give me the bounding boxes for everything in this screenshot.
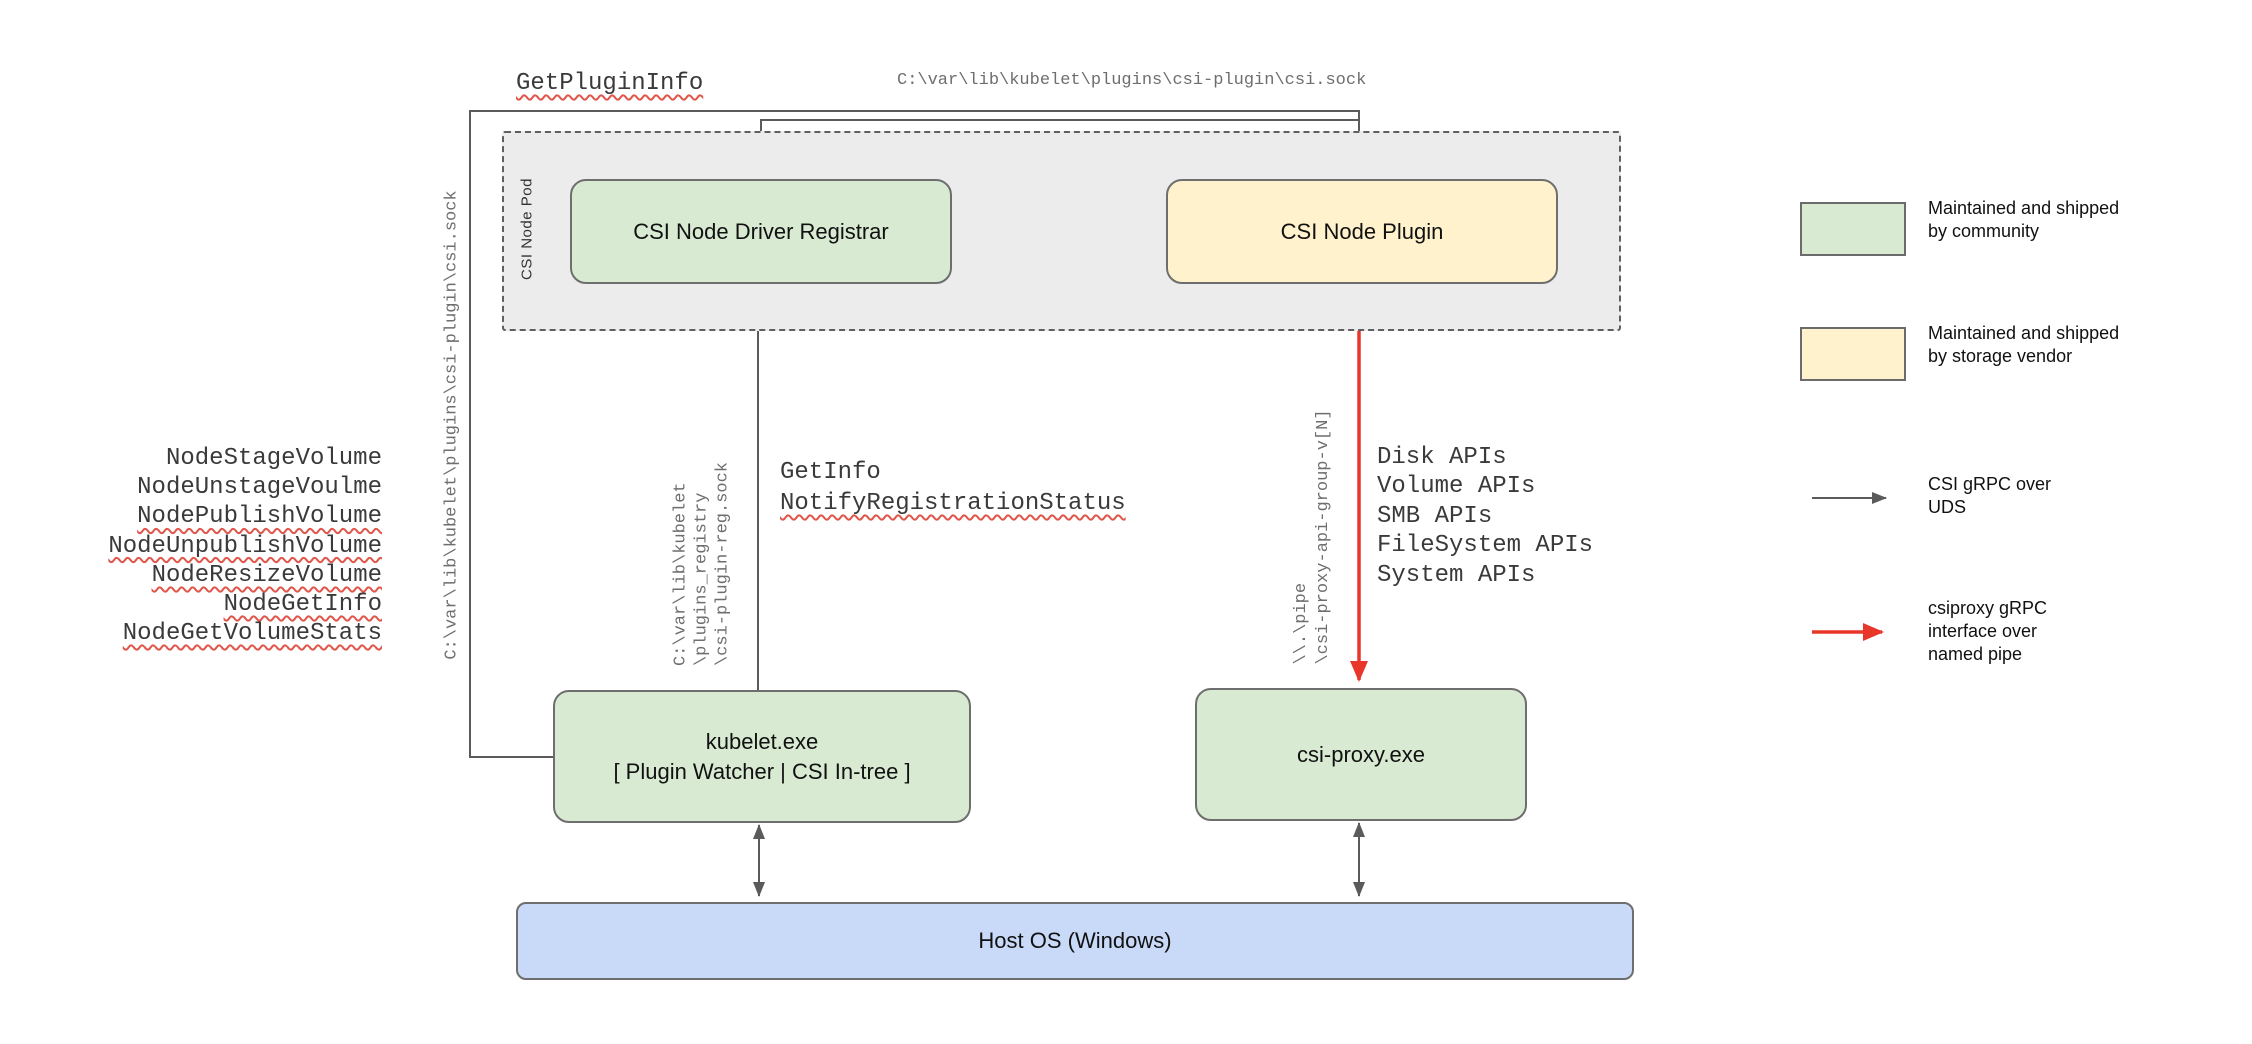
proxy-api-item: System APIs xyxy=(1377,561,1536,589)
node-method-item: NodeGetVolumeStats xyxy=(122,620,382,648)
legend-pipe-label: csiproxy gRPC interface over named pipe xyxy=(1928,598,2048,664)
registry-sock-line: \plugins_registry xyxy=(692,492,712,667)
legend-uds-label: CSI gRPC over UDS xyxy=(1928,474,2052,517)
node-method-item: NodeGetInfo xyxy=(223,591,382,619)
node-method-item: NodePublishVolume xyxy=(137,503,382,531)
node-method-item: NodeStageVolume xyxy=(165,445,382,472)
registry-sock-path-vertical-label: C:\var\lib\kubelet \plugins_registry \cs… xyxy=(671,462,734,666)
registry-sock-line: \csi-plugin-reg.sock xyxy=(713,461,733,667)
node-method-item: NodeUnstageVoulme xyxy=(137,474,382,502)
node-plugin-label: CSI Node Plugin xyxy=(1280,218,1444,244)
legend-vendor-label: Maintained and shipped by storage vendor xyxy=(1928,323,2120,366)
proxy-api-item: Volume APIs xyxy=(1377,473,1536,501)
pipe-line: \csi-proxy-api-group-v[N] xyxy=(1314,409,1333,665)
pipe-line: \\.\pipe xyxy=(1292,582,1311,665)
registry-sock-line: C:\var\lib\kubelet xyxy=(671,482,691,667)
proxy-api-item: SMB APIs xyxy=(1377,502,1493,530)
named-pipe-vertical-label: \\.\pipe \csi-proxy-api-group-v[N] xyxy=(1291,409,1335,664)
node-kubelet-exe: kubelet.exe [ Plugin Watcher | CSI In-tr… xyxy=(553,690,971,823)
legend-vendor-swatch-icon xyxy=(1800,327,1906,381)
proxy-api-item: Disk APIs xyxy=(1377,444,1507,471)
legend-community-label: Maintained and shipped by community xyxy=(1928,198,2120,241)
node-host-os: Host OS (Windows) xyxy=(516,902,1634,980)
csi-sock-path-label: C:\var\lib\kubelet\plugins\csi-plugin\cs… xyxy=(897,71,1367,90)
notify-registration-status-label: NotifyRegistrationStatus xyxy=(780,490,1126,517)
host-os-label: Host OS (Windows) xyxy=(978,928,1172,953)
kubelet-label-line2: [ Plugin Watcher | CSI In-tree ] xyxy=(613,758,911,784)
csi-sock-path-vertical-label: C:\var\lib\kubelet\plugins\csi-plugin\cs… xyxy=(442,190,462,660)
csi-proxy-label: csi-proxy.exe xyxy=(1297,741,1425,767)
proxy-api-item: FileSystem APIs xyxy=(1377,532,1594,560)
node-methods-list: NodeStageVolume NodeUnstageVoulme NodePu… xyxy=(108,444,382,648)
registration-calls-label: GetInfo NotifyRegistrationStatus xyxy=(780,457,1126,519)
proxy-api-list: Disk APIs Volume APIs SMB APIs FileSyste… xyxy=(1377,443,1593,590)
node-method-item: NodeResizeVolume xyxy=(151,561,382,589)
node-csi-node-driver-registrar: CSI Node Driver Registrar xyxy=(570,179,952,284)
node-method-item: NodeUnpublishVolume xyxy=(108,532,382,560)
registrar-label: CSI Node Driver Registrar xyxy=(633,218,889,244)
csi-node-pod-label: CSI Node Pod xyxy=(518,178,536,280)
kubelet-label-line1: kubelet.exe xyxy=(705,728,819,754)
get-info-label: GetInfo xyxy=(780,459,881,486)
node-csi-proxy-exe: csi-proxy.exe xyxy=(1195,688,1527,821)
node-csi-node-plugin: CSI Node Plugin xyxy=(1166,179,1558,284)
legend-community-swatch-icon xyxy=(1800,202,1906,256)
get-plugin-info-label: GetPluginInfo xyxy=(516,70,704,97)
